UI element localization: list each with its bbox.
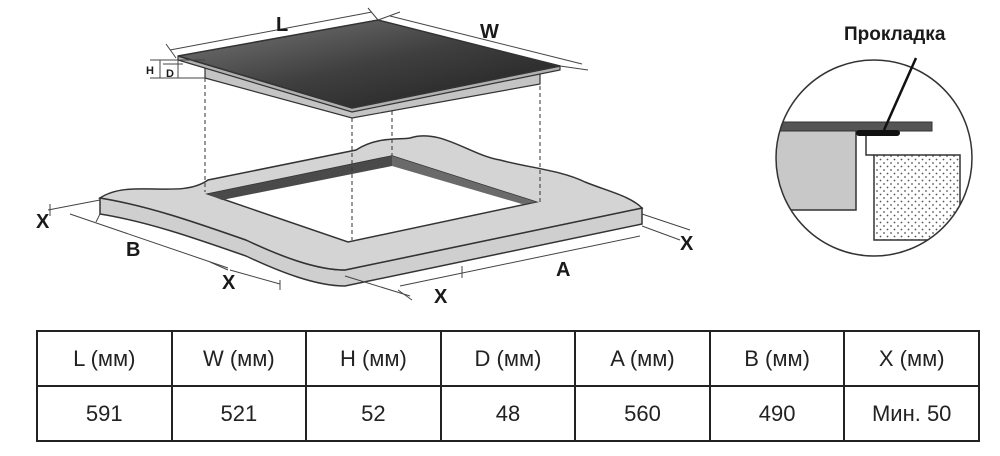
label-X-left: X: [36, 211, 50, 233]
glass-section: [776, 121, 933, 132]
glass-surface: [177, 19, 561, 109]
header-H: H (мм): [305, 330, 442, 387]
header-L: L (мм): [36, 330, 173, 387]
table-header-row: L (мм) W (мм) H (мм) D (мм) A (мм) B (мм…: [36, 330, 980, 387]
value-L: 591: [36, 385, 173, 442]
value-A: 560: [574, 385, 711, 442]
dimension-lines: [47, 7, 691, 301]
installation-diagram: L W H D X B X X A X Прокладка: [36, 7, 973, 308]
value-H: 52: [305, 385, 442, 442]
countertop: [97, 135, 644, 287]
dimensions-table: L (мм) W (мм) H (мм) D (мм) A (мм) B (мм…: [36, 330, 980, 442]
label-X-bottom: X: [434, 286, 448, 308]
value-B: 490: [708, 385, 846, 442]
label-B: B: [126, 239, 140, 261]
gasket-label: Прокладка: [844, 24, 946, 45]
header-D: D (мм): [439, 330, 577, 387]
header-X: X (мм): [843, 330, 980, 387]
countertop-section: [776, 129, 857, 211]
value-X: Мин. 50: [843, 385, 980, 442]
projection-lines: [204, 78, 541, 240]
gasket-detail: Прокладка: [775, 24, 973, 257]
table-values-row: 591 521 52 48 560 490 Мин. 50: [36, 385, 980, 442]
label-D: D: [166, 68, 174, 80]
label-X-lower-left: X: [222, 272, 236, 294]
cutout-inner-wall: [208, 156, 392, 200]
header-A: A (мм): [574, 330, 711, 387]
value-D: 48: [439, 385, 577, 442]
header-W: W (мм): [170, 330, 308, 387]
header-B: B (мм): [708, 330, 846, 387]
label-W: W: [480, 21, 499, 43]
gasket: [856, 130, 900, 136]
hob: [177, 19, 561, 119]
label-X-right: X: [680, 233, 694, 255]
label-H: H: [146, 65, 154, 77]
label-A: A: [556, 259, 570, 281]
label-L: L: [276, 14, 288, 36]
gasket-pointer: [882, 57, 918, 131]
value-W: 521: [170, 385, 308, 442]
hob-body-section: [873, 154, 961, 241]
